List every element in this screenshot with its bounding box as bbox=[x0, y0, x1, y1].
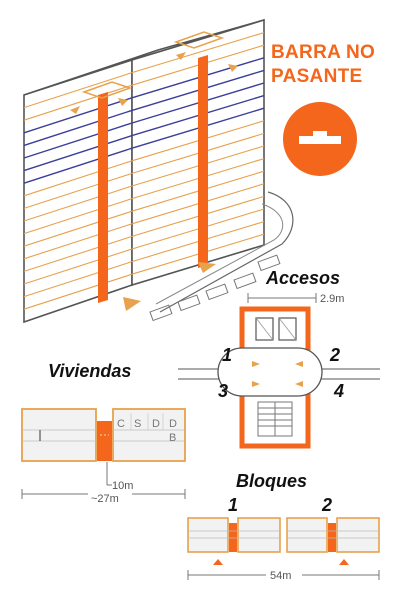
entrance-arrow-left bbox=[123, 297, 141, 311]
bloques-plan bbox=[187, 517, 380, 565]
elevator-1 bbox=[255, 317, 274, 341]
accesos-width-label: 2.9m bbox=[320, 293, 344, 305]
entrance-arrow-right bbox=[198, 262, 216, 273]
access-number-4: 4 bbox=[333, 381, 344, 401]
room-label-s: S bbox=[134, 418, 141, 430]
door-arrow-2 bbox=[295, 361, 303, 367]
floor-line bbox=[23, 185, 133, 222]
core-shaft-right bbox=[198, 55, 208, 268]
bloque-2-core bbox=[328, 523, 336, 552]
roof-arrow-3 bbox=[176, 52, 186, 60]
viviendas-dim-total: ~27m bbox=[91, 493, 119, 505]
parked-cars bbox=[149, 254, 281, 322]
room-label-b: B bbox=[169, 432, 176, 444]
bloque-number-1: 1 bbox=[228, 495, 238, 515]
access-road-inner bbox=[155, 203, 284, 305]
access-core-plan bbox=[178, 306, 380, 449]
floor-line bbox=[23, 122, 133, 159]
viviendas-heading: Viviendas bbox=[48, 361, 131, 381]
bloque-2-entry-arrow bbox=[339, 559, 349, 565]
floor-line bbox=[23, 198, 133, 235]
floor-line bbox=[23, 134, 133, 172]
roof-arrow-2 bbox=[118, 98, 128, 106]
floor-line bbox=[23, 235, 133, 272]
bloque-1-core bbox=[229, 523, 237, 552]
floor-line bbox=[23, 248, 133, 285]
door-arrow-1 bbox=[252, 361, 260, 367]
floor-line bbox=[23, 172, 133, 209]
floor-line bbox=[131, 32, 265, 74]
accesos-width-dimension bbox=[247, 293, 317, 303]
room-label-d1: D bbox=[152, 418, 160, 430]
access-road-outer bbox=[159, 191, 294, 313]
isometric-building bbox=[23, 18, 294, 324]
floor-line bbox=[23, 109, 133, 147]
access-number-3: 3 bbox=[218, 381, 228, 401]
elevator-2 bbox=[278, 317, 297, 341]
door-arrow-3 bbox=[252, 381, 260, 387]
roof-arrow-1 bbox=[70, 106, 80, 114]
floor-line bbox=[23, 261, 133, 298]
bloque-number-2: 2 bbox=[321, 495, 332, 515]
viviendas-core bbox=[97, 421, 112, 461]
floor-line bbox=[23, 147, 133, 184]
access-number-2: 2 bbox=[329, 345, 340, 365]
stairs bbox=[257, 401, 293, 437]
floor-line bbox=[23, 72, 133, 109]
floor-line bbox=[23, 210, 133, 247]
title-line-1: BARRA NO bbox=[271, 42, 375, 63]
bloques-heading: Bloques bbox=[236, 471, 307, 491]
roof-core-box-left bbox=[81, 81, 133, 99]
room-label-c: C bbox=[117, 418, 125, 430]
roof-core-box-right bbox=[173, 31, 225, 49]
bloque-1-entry-arrow bbox=[213, 559, 223, 565]
floor-line bbox=[23, 97, 133, 134]
floor-line bbox=[23, 273, 133, 310]
door-arrow-4 bbox=[295, 381, 303, 387]
barra-no-pasante-icon bbox=[283, 102, 357, 176]
floor-line bbox=[23, 223, 133, 260]
roof-arrow-4 bbox=[228, 64, 238, 72]
floor-line bbox=[23, 84, 133, 121]
bloques-dim-total: 54m bbox=[270, 570, 291, 582]
viviendas-floor-plan bbox=[21, 408, 186, 462]
floor-line bbox=[23, 160, 133, 197]
access-lobby bbox=[217, 347, 323, 397]
core-shaft-left bbox=[98, 92, 108, 303]
title-line-2: PASANTE bbox=[271, 66, 362, 87]
room-label-d2: D bbox=[169, 418, 177, 430]
access-number-1: 1 bbox=[222, 345, 232, 365]
accesos-heading: Accesos bbox=[265, 268, 340, 288]
